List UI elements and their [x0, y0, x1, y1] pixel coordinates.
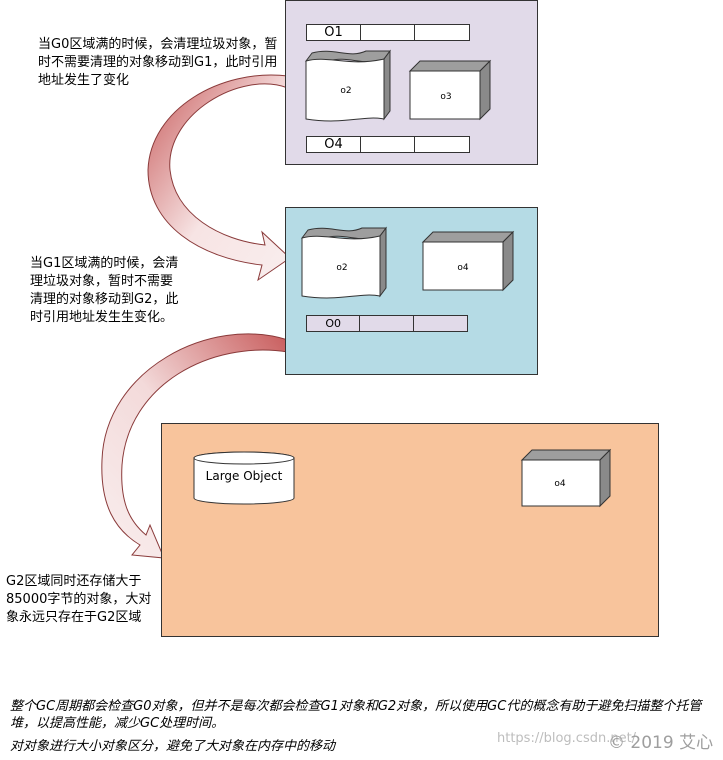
- g2-large-object-label: Large Object: [206, 469, 283, 483]
- g0-object-o3-label: o3: [440, 92, 451, 102]
- g0-row-o1-label: O1: [307, 25, 361, 40]
- g0-row-o4: O4: [306, 136, 470, 153]
- g1-object-o4-label: o4: [457, 263, 469, 273]
- g1-note: 当G1区域满的时候，会清理垃圾对象，暂时不需要清理的对象移动到G2，此时引用地址…: [30, 256, 179, 325]
- footer-line2: 对对象进行大小对象区分，避免了大对象在内存中的移动: [10, 739, 336, 754]
- g0-row-o4-label: O4: [307, 137, 361, 152]
- g0-row-o1: O1: [306, 24, 470, 41]
- g1-region: o2 o4 O0: [285, 207, 538, 375]
- arrow-g0-to-g1: [147, 74, 291, 282]
- footer-line1: 整个GC周期都会检查G0对象，但并不是每次都会检查G1对象和G2对象，所以使用G…: [10, 699, 702, 731]
- g0-object-o2: o2: [305, 49, 391, 122]
- g2-region: Large Object o4: [161, 423, 659, 637]
- g1-row-o0-label: O0: [307, 316, 361, 331]
- g0-object-o2-label: o2: [340, 86, 351, 96]
- g1-object-o2-label: o2: [336, 263, 347, 273]
- g0-region: O1 O4 o2 o3: [285, 0, 538, 165]
- g1-row-o0: O0: [306, 315, 468, 332]
- arrow-g1-to-g2: [101, 333, 289, 559]
- g1-object-o4: o4: [421, 230, 515, 292]
- g0-object-o3: o3: [408, 59, 492, 121]
- watermark-url: https://blog.csdn.net/: [497, 731, 637, 746]
- g0-note: 当G0区域满的时候，会清理垃圾对象，暂时不需要清理的对象移动到G1，此时引用地址…: [38, 37, 278, 88]
- watermark-copyright: © 2019 艾心: [608, 733, 714, 753]
- g2-large-object: Large Object: [193, 451, 295, 505]
- g2-object-o4-label: o4: [554, 479, 566, 489]
- g2-object-o4: o4: [520, 448, 612, 508]
- g2-note: G2区域同时还存储大于85000字节的对象，大对象永远只存在于G2区域: [6, 574, 152, 625]
- g1-object-o2: o2: [301, 226, 387, 299]
